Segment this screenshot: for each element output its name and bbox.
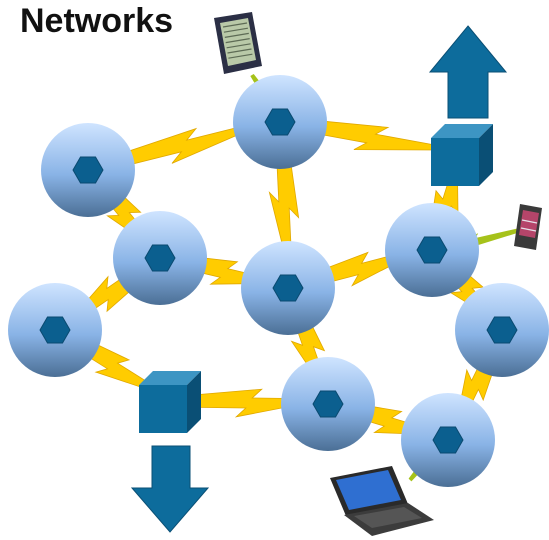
ebook-reader-device — [214, 12, 262, 74]
ebook-text-line — [225, 38, 250, 44]
hexagon-icon — [264, 108, 296, 136]
hexagon-icon — [432, 426, 464, 454]
hexagon-icon — [72, 156, 104, 184]
cube-front — [431, 138, 479, 186]
laptop-keys — [354, 507, 422, 528]
ebook-text-line — [226, 43, 251, 49]
mesh-node — [233, 75, 327, 169]
ebook-text-line — [227, 48, 252, 54]
page-title: Networks — [20, 2, 174, 40]
mesh-node — [385, 203, 479, 297]
pda-screen-line — [521, 219, 538, 224]
ebook-text-line — [228, 53, 253, 59]
gateway-cube — [139, 371, 201, 433]
laptop-screen — [336, 470, 401, 510]
mesh-node — [241, 241, 335, 335]
pda-screen-line — [520, 227, 537, 232]
nodes-layer — [8, 75, 549, 487]
downlink-arrow — [130, 445, 210, 533]
mesh-node — [113, 211, 207, 305]
hexagon-icon — [39, 316, 71, 344]
uplink-arrow — [428, 25, 508, 119]
mesh-node — [455, 283, 549, 377]
ebook-screen — [220, 18, 256, 66]
cube-side — [187, 371, 201, 433]
laptop-device — [330, 466, 434, 536]
mesh-node — [41, 123, 135, 217]
mesh-node — [401, 393, 495, 487]
cube-top — [139, 371, 201, 385]
cube-top — [431, 124, 493, 138]
devices-layer — [214, 12, 542, 536]
gateways-layer — [139, 124, 493, 433]
arrows-layer — [130, 25, 508, 533]
hexagon-icon — [272, 274, 304, 302]
hexagon-icon — [486, 316, 518, 344]
hexagon-icon — [144, 244, 176, 272]
mesh-node — [8, 283, 102, 377]
cube-side — [479, 124, 493, 186]
gateway-cube — [431, 124, 493, 186]
cube-front — [139, 385, 187, 433]
pda-device — [514, 204, 542, 250]
hexagon-icon — [416, 236, 448, 264]
ebook-text-line — [224, 32, 249, 38]
hexagon-icon — [312, 390, 344, 418]
ebook-text-line — [222, 22, 248, 28]
ebook-text-line — [223, 27, 248, 33]
mesh-node — [281, 357, 375, 451]
